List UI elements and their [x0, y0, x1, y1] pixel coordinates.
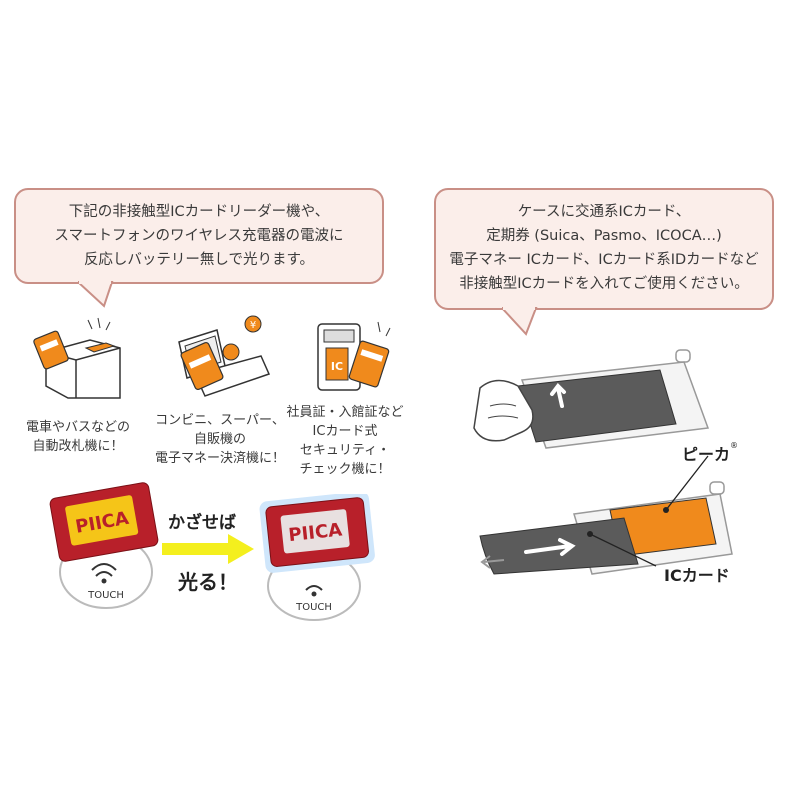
left-bubble-line-3: 反応しバッテリー無しで光ります。 — [83, 252, 315, 268]
security-caption-line-3: セキュリティ・ — [299, 443, 391, 458]
security-reader-illustration: IC — [317, 321, 391, 391]
piica-label: ピーカ® — [682, 441, 738, 465]
right-bubble-line-1: ケースに交通系ICカード、 — [517, 204, 691, 220]
pos-caption-line-1: コンビニ、スーパー、 — [155, 413, 285, 428]
pos-caption-line-3: 電子マネー決済機に！ — [154, 451, 285, 466]
gate-caption-line-2: 自動改札機に！ — [32, 439, 124, 454]
pos-terminal-illustration: ¥ — [178, 315, 271, 397]
hover-text: かざせば — [168, 513, 236, 533]
usage-caption-security: 社員証・入館証など ICカード式 セキュリティ・ チェック機に！ — [275, 403, 415, 479]
piica-card-glow-illustration: PIICA TOUCH — [259, 494, 375, 621]
left-bubble-line-2: スマートフォンのワイヤレス充電器の電波に — [54, 228, 344, 244]
left-bubble-line-1: 下記の非接触型ICカードリーダー機や、 — [68, 204, 330, 220]
case-insert-illustration — [473, 349, 710, 449]
usage-caption-gate: 電車やバスなどの 自動改札機に！ — [8, 418, 148, 456]
security-caption-line-4: チェック機に！ — [299, 462, 391, 477]
left-bubble-tail — [78, 280, 114, 308]
case-cards-illustration — [479, 481, 733, 575]
security-caption-line-1: 社員証・入館証など — [286, 405, 404, 420]
right-bubble-tail — [502, 306, 538, 336]
reader-ic-mark: IC — [331, 360, 343, 373]
gate-caption-line-1: 電車やバスなどの — [25, 420, 130, 435]
yellow-arrow-right — [162, 534, 254, 564]
touch-label-off: TOUCH — [87, 590, 124, 601]
pos-caption-line-2: 自販機の — [193, 432, 246, 447]
security-caption-line-2: ICカード式 — [312, 424, 378, 439]
ic-card-label: ICカード — [664, 566, 730, 585]
ticket-gate-illustration — [33, 317, 121, 399]
usage-caption-pos: コンビニ、スーパー、 自販機の 電子マネー決済機に！ — [140, 411, 300, 468]
touch-label-glow: TOUCH — [295, 602, 332, 613]
piica-card-off-illustration: PIICA TOUCH — [49, 482, 159, 609]
registered-mark: ® — [730, 441, 739, 450]
label-leader-lines — [587, 455, 709, 567]
piica-label-text: ピーカ — [682, 445, 731, 464]
right-bubble-line-4: 非接触型ICカードを入れてご使用ください。 — [459, 276, 749, 292]
right-bubble-line-3: 電子マネー ICカード、ICカード系IDカードなど — [449, 252, 759, 268]
pos-yen-symbol: ¥ — [250, 320, 256, 331]
right-speech-bubble: ケースに交通系ICカード、 定期券 (Suica、Pasmo、ICOCA…) 電… — [434, 188, 774, 310]
left-speech-bubble: 下記の非接触型ICカードリーダー機や、 スマートフォンのワイヤレス充電器の電波に… — [14, 188, 384, 284]
right-bubble-line-2: 定期券 (Suica、Pasmo、ICOCA…) — [486, 228, 722, 244]
glow-text: 光る！ — [178, 570, 238, 594]
